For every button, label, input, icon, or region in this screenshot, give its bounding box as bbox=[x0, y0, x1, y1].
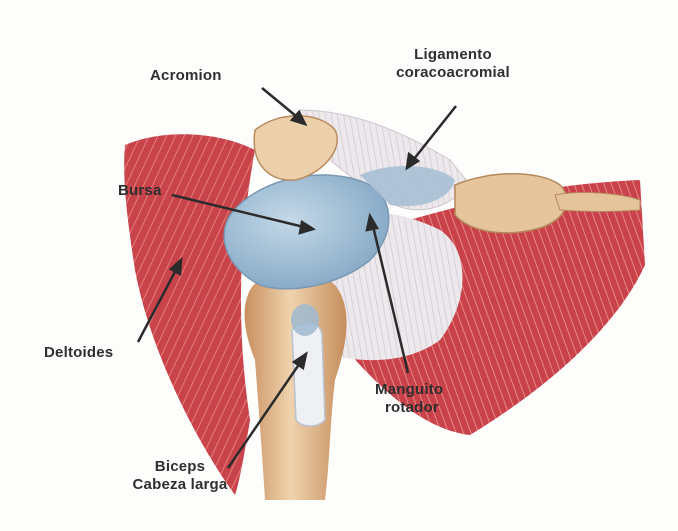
acromion-bone bbox=[254, 116, 337, 180]
deltoid-text: Deltoides bbox=[44, 344, 113, 362]
acromion-text: Acromion bbox=[150, 67, 222, 85]
acromion-label: Acromion bbox=[150, 67, 222, 85]
ligament-text-1: Ligamento bbox=[368, 46, 538, 64]
deltoid-label: Deltoides bbox=[44, 344, 113, 362]
rotator-cuff-text-2: rotador bbox=[375, 399, 443, 417]
biceps-text-2: Cabeza larga bbox=[110, 476, 250, 494]
rotator-cuff-label: Manguito rotador bbox=[375, 381, 443, 417]
clavicle-bone bbox=[455, 174, 567, 233]
ligament-text-2: coracoacromial bbox=[368, 64, 538, 82]
rotator-cuff-text-1: Manguito bbox=[375, 381, 443, 399]
biceps-label: Biceps Cabeza larga bbox=[110, 458, 250, 494]
biceps-text-1: Biceps bbox=[110, 458, 250, 476]
bursa-text: Bursa bbox=[118, 182, 162, 200]
bursa-label: Bursa bbox=[118, 182, 162, 200]
biceps-tendon bbox=[292, 322, 325, 426]
ligament-label: Ligamento coracoacromial bbox=[368, 46, 538, 82]
